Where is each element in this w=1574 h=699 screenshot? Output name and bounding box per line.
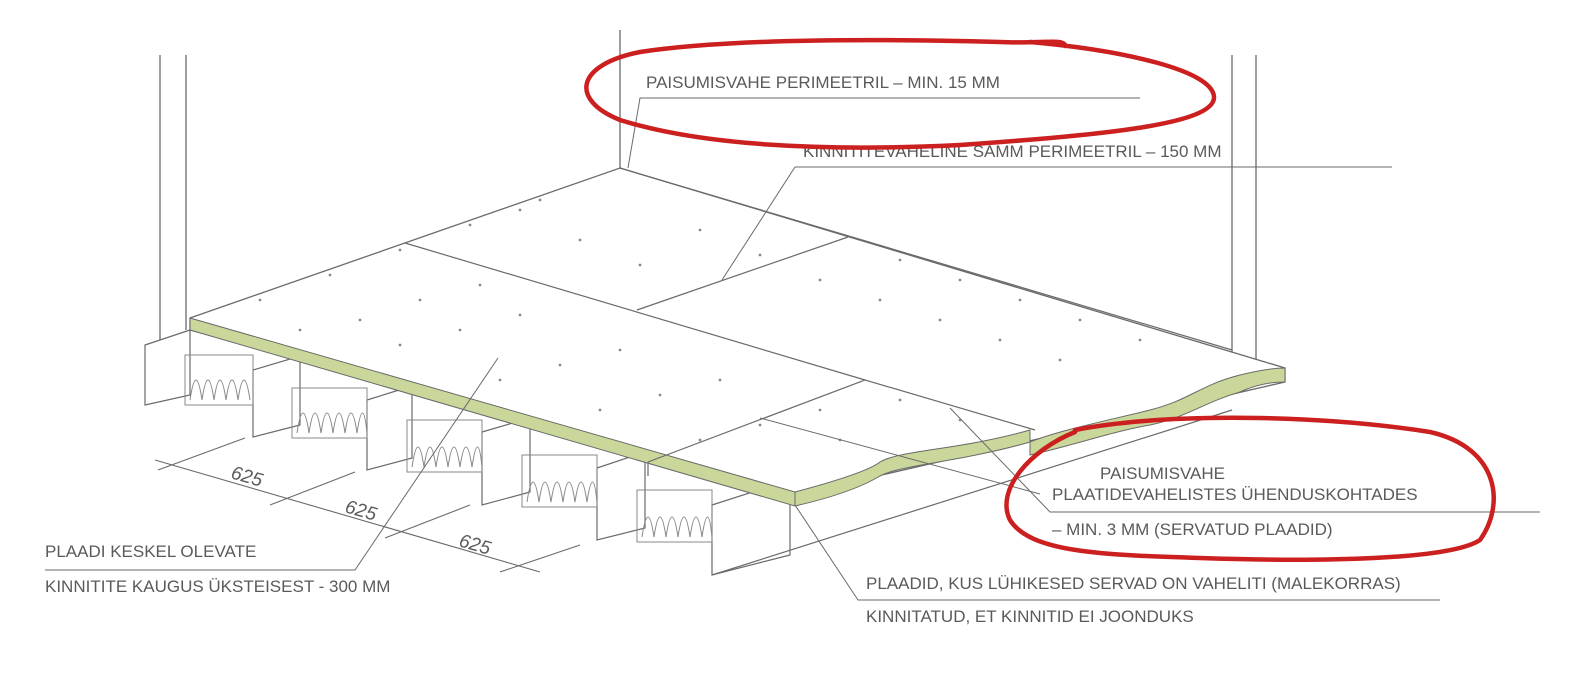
label-perimeter-gap: PAISUMISVAHE PERIMEETRIL – MIN. 15 MM [646,73,1000,92]
dimension-label: 625 [457,531,494,560]
label-staggered-line2: KINNITATUD, ET KINNITID EI JOONDUKS [866,607,1194,626]
label-joint-gap-line3: – MIN. 3 MM (SERVATUD PLAADID) [1052,520,1333,539]
dimension-label: 625 [229,463,266,492]
leader-lines [45,97,1540,601]
annotation-circles [584,37,1496,562]
floor-boards [189,167,1286,507]
insulation [184,354,713,543]
label-center-line1: PLAADI KESKEL OLEVATE [45,542,256,561]
dimension-label: 625 [343,497,380,526]
fastener-dots [258,198,1142,442]
label-joint-gap-line1: PAISUMISVAHE [1100,464,1225,483]
annotation-circle-top [584,37,1217,150]
walls [159,30,1257,360]
dimension-lines [154,437,581,573]
label-perimeter-spacing: KINNITITEVAHELINE SAMM PERIMEETRIL – 150… [803,142,1221,161]
label-center-line2: KINNITITE KAUGUS ÜKSTEISEST - 300 MM [45,577,390,596]
joists [144,329,1233,576]
annotation-circle-bottom [1004,415,1496,562]
label-staggered-line1: PLAADID, KUS LÜHIKESED SERVAD ON VAHELIT… [866,574,1401,593]
label-joint-gap-line2: PLAATIDEVAHELISTES ÜHENDUSKOHTADES [1052,485,1418,504]
